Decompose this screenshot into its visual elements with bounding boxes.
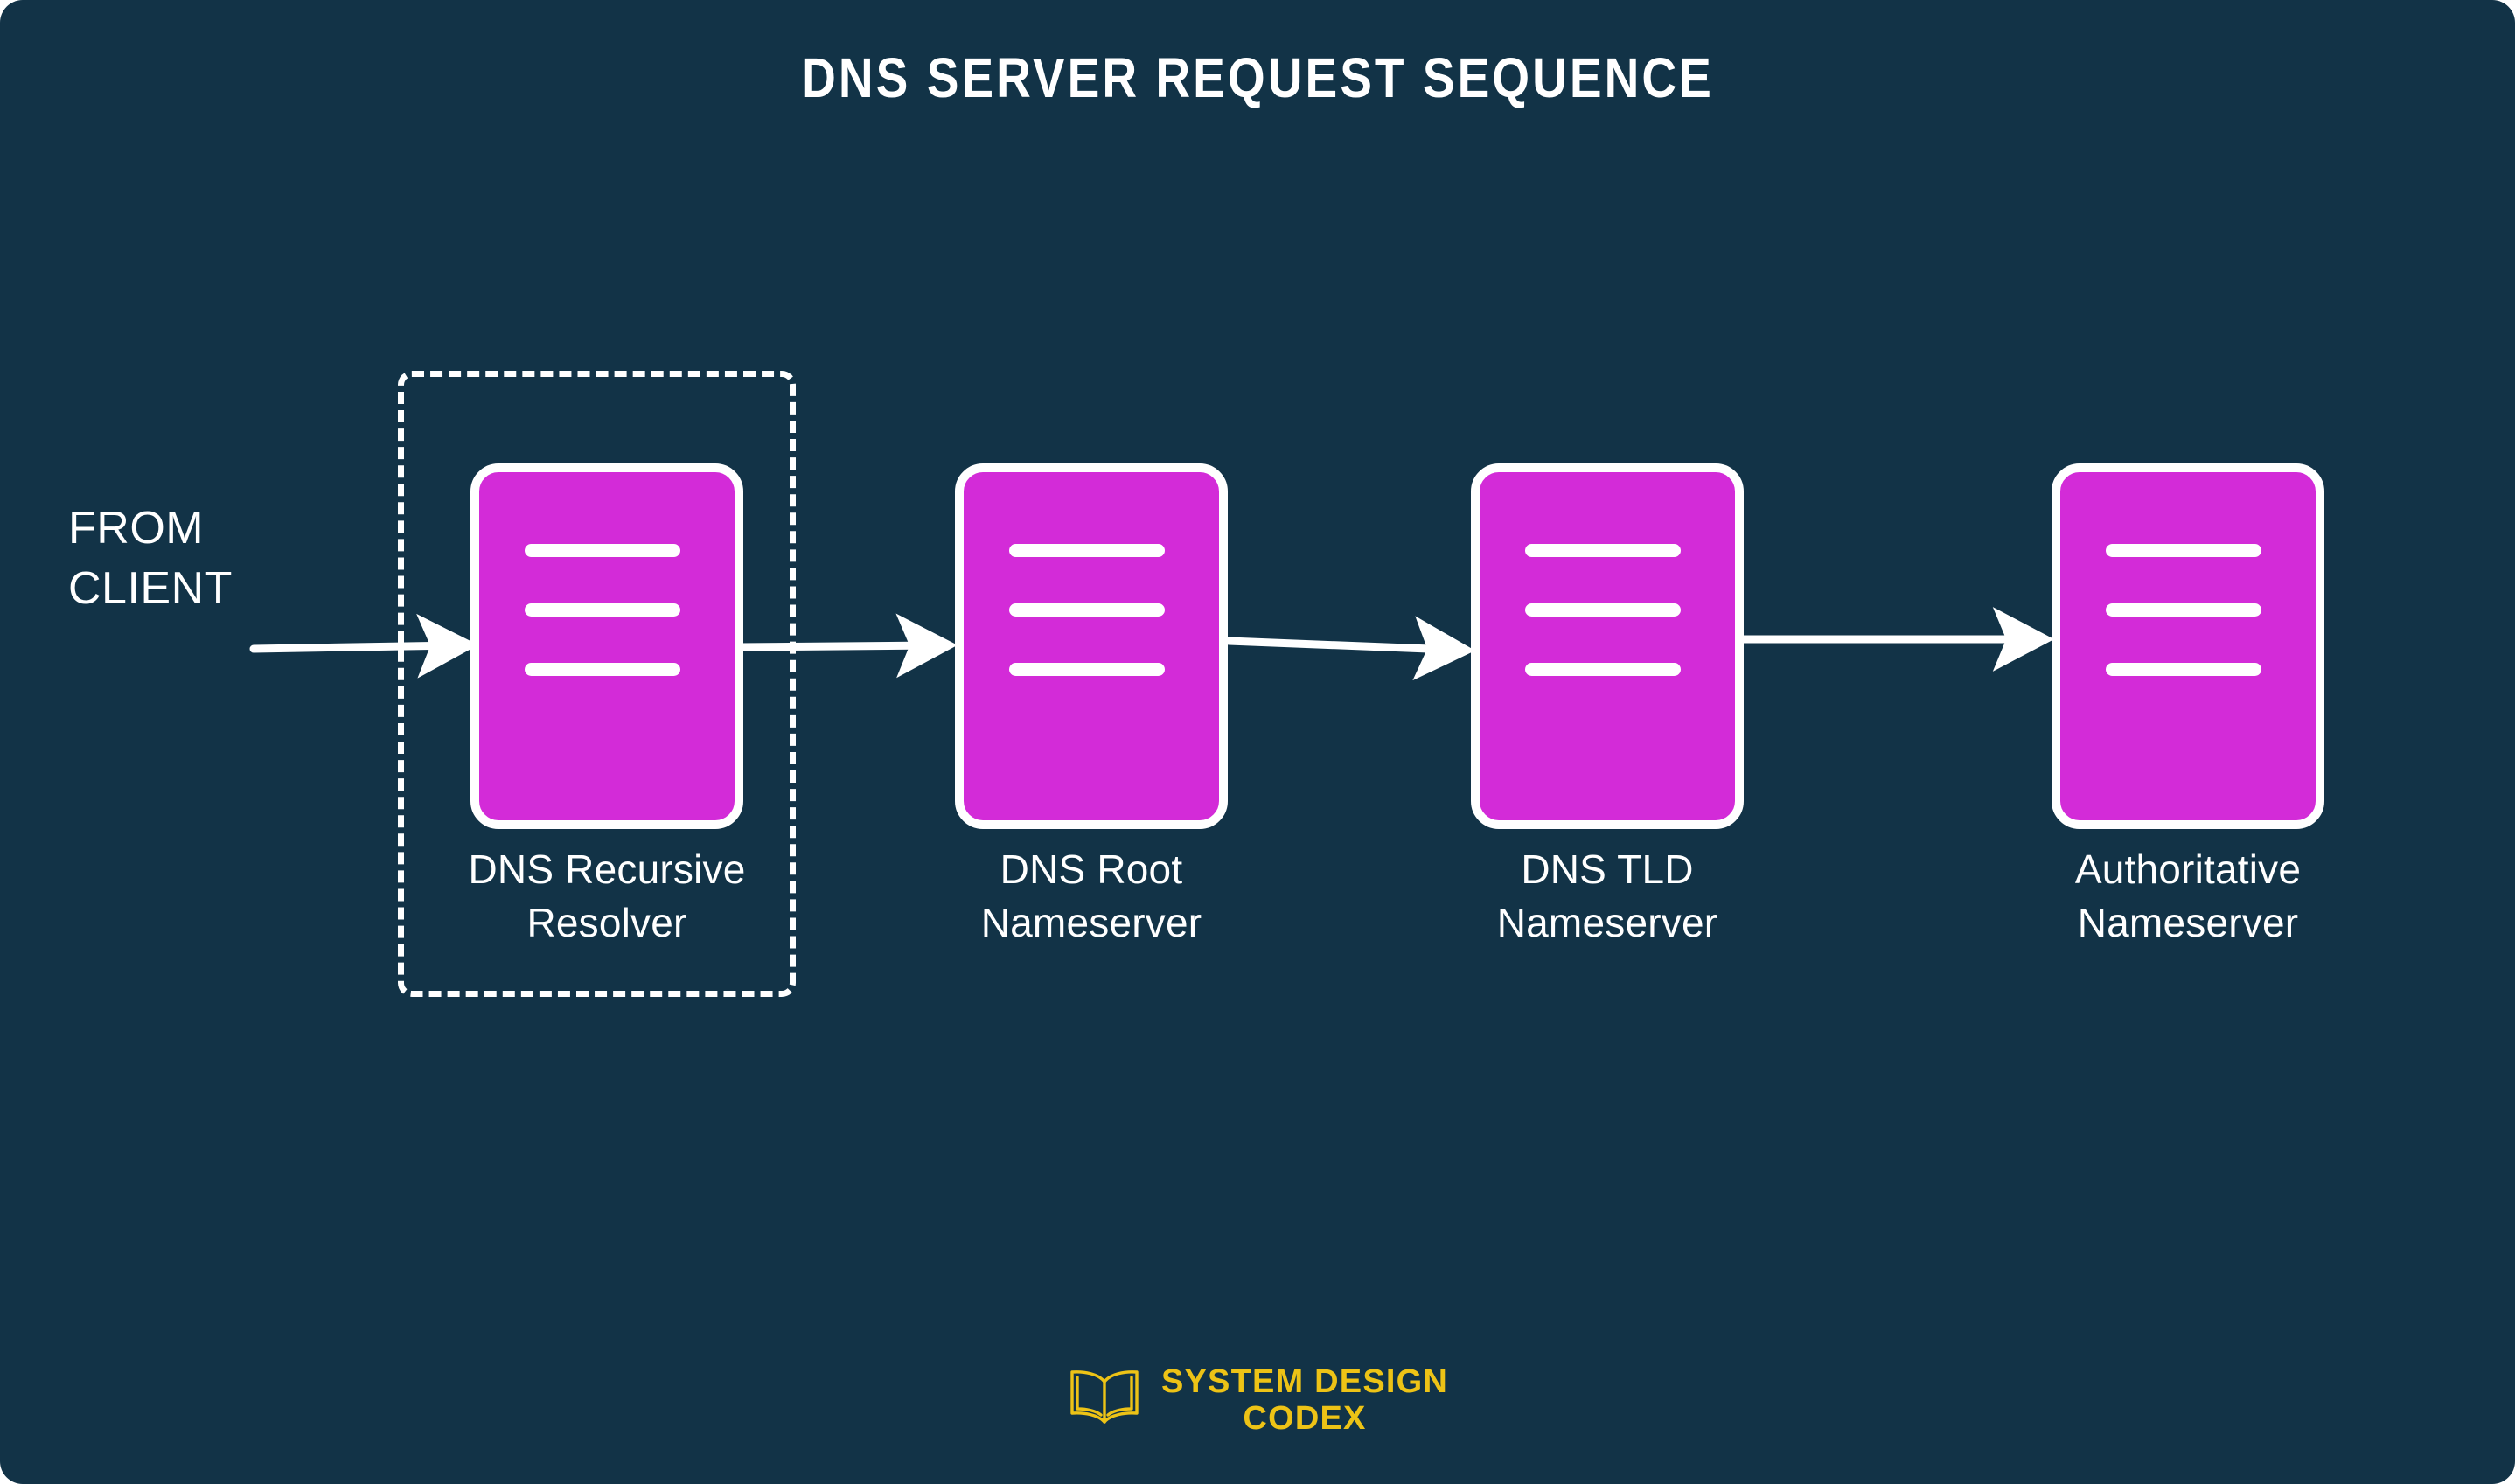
node-label: DNS TLD Nameserver xyxy=(1496,847,1718,946)
resolver-group-boundary xyxy=(398,371,796,997)
node-authoritative-nameserver[interactable]: Authoritative Nameserver xyxy=(2052,463,2324,950)
server-line xyxy=(1525,603,1681,617)
server-line xyxy=(525,663,680,676)
server-icon xyxy=(2052,463,2324,829)
server-line xyxy=(1525,544,1681,557)
node-dns-root-nameserver[interactable]: DNS Root Nameserver xyxy=(955,463,1228,950)
connector-root-to-tld xyxy=(1224,616,1475,681)
server-line xyxy=(1525,663,1681,676)
brand-logo: SYSTEM DESIGN CODEX xyxy=(0,1365,2515,1435)
page-title: DNS SERVER REQUEST SEQUENCE xyxy=(801,46,1714,109)
node-label: DNS Recursive Resolver xyxy=(468,847,746,946)
node-label: Authoritative Nameserver xyxy=(2074,847,2302,946)
server-line xyxy=(1009,663,1165,676)
server-line xyxy=(2106,603,2261,617)
server-icon xyxy=(1471,463,1744,829)
server-line xyxy=(525,544,680,557)
server-line xyxy=(2106,663,2261,676)
server-icon xyxy=(470,463,743,829)
open-book-icon xyxy=(1067,1369,1142,1432)
server-line xyxy=(2106,544,2261,557)
server-line xyxy=(1009,544,1165,557)
server-line xyxy=(1009,603,1165,617)
brand-logo-line2: CODEX xyxy=(1243,1400,1367,1437)
node-dns-tld-nameserver[interactable]: DNS TLD Nameserver xyxy=(1471,463,1744,950)
from-client-label: FROM CLIENT xyxy=(68,503,233,614)
node-dns-recursive-resolver[interactable]: DNS Recursive Resolver xyxy=(468,463,745,950)
brand-logo-text: SYSTEM DESIGN CODEX xyxy=(1161,1365,1448,1435)
server-line xyxy=(525,603,680,617)
node-label: DNS Root Nameserver xyxy=(980,847,1202,946)
server-icon xyxy=(955,463,1228,829)
brand-logo-line1: SYSTEM DESIGN xyxy=(1160,1363,1449,1400)
